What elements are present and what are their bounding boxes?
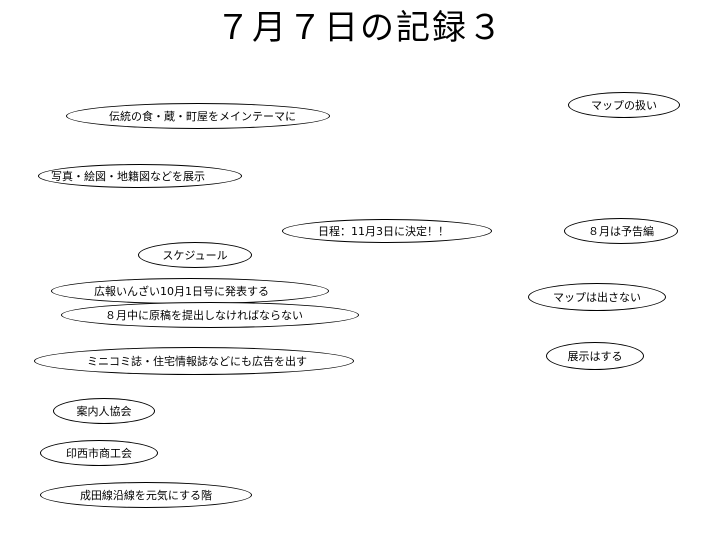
node-map-handling: マップの扱い [568, 92, 680, 118]
node-no-map: マップは出さない [528, 283, 666, 311]
node-schedule-decided: 日程：11月3日に決定！！ [282, 219, 492, 243]
node-local-ads-label: ミニコミ誌・住宅情報誌などにも広告を出す [87, 354, 307, 368]
node-inzai-commerce-label: 印西市商工会 [66, 446, 132, 460]
node-exhibit-materials: 写真・絵図・地籍図などを展示 [38, 164, 242, 188]
node-narita-line: 成田線沿線を元気にする階 [40, 482, 252, 508]
node-aug-preview-label: ８月は予告編 [588, 224, 654, 238]
node-exhibit-materials-label: 写真・絵図・地籍図などを展示 [51, 169, 205, 183]
node-manuscript-aug-label: ８月中に原稿を提出しなければならない [105, 308, 303, 322]
node-inzai-commerce: 印西市商工会 [40, 440, 158, 466]
node-schedule-label: スケジュール [162, 248, 228, 262]
node-schedule: スケジュール [138, 242, 252, 268]
node-no-map-label: マップは出さない [553, 290, 641, 304]
node-manuscript-aug: ８月中に原稿を提出しなければならない [61, 302, 359, 328]
node-aug-preview: ８月は予告編 [564, 218, 678, 244]
node-narita-line-label: 成田線沿線を元気にする階 [79, 488, 213, 502]
node-local-ads: ミニコミ誌・住宅情報誌などにも広告を出す [34, 347, 354, 375]
node-pr-nov1-label: 広報いんざい10月1日号に発表する [94, 284, 269, 298]
node-guides-assoc: 案内人協会 [53, 398, 155, 424]
page-title: ７月７日の記録３ [216, 8, 504, 48]
node-do-exhibit: 展示はする [546, 342, 644, 370]
node-pr-nov1: 広報いんざい10月1日号に発表する [51, 278, 329, 304]
node-do-exhibit-label: 展示はする [567, 349, 623, 363]
node-main-theme: 伝統の食・蔵・町屋をメインテーマに [66, 103, 330, 129]
node-main-theme-label: 伝統の食・蔵・町屋をメインテーマに [109, 109, 296, 123]
node-map-handling-label: マップの扱い [591, 98, 657, 112]
node-guides-assoc-label: 案内人協会 [76, 404, 132, 418]
node-schedule-decided-label: 日程：11月3日に決定！！ [318, 224, 449, 238]
